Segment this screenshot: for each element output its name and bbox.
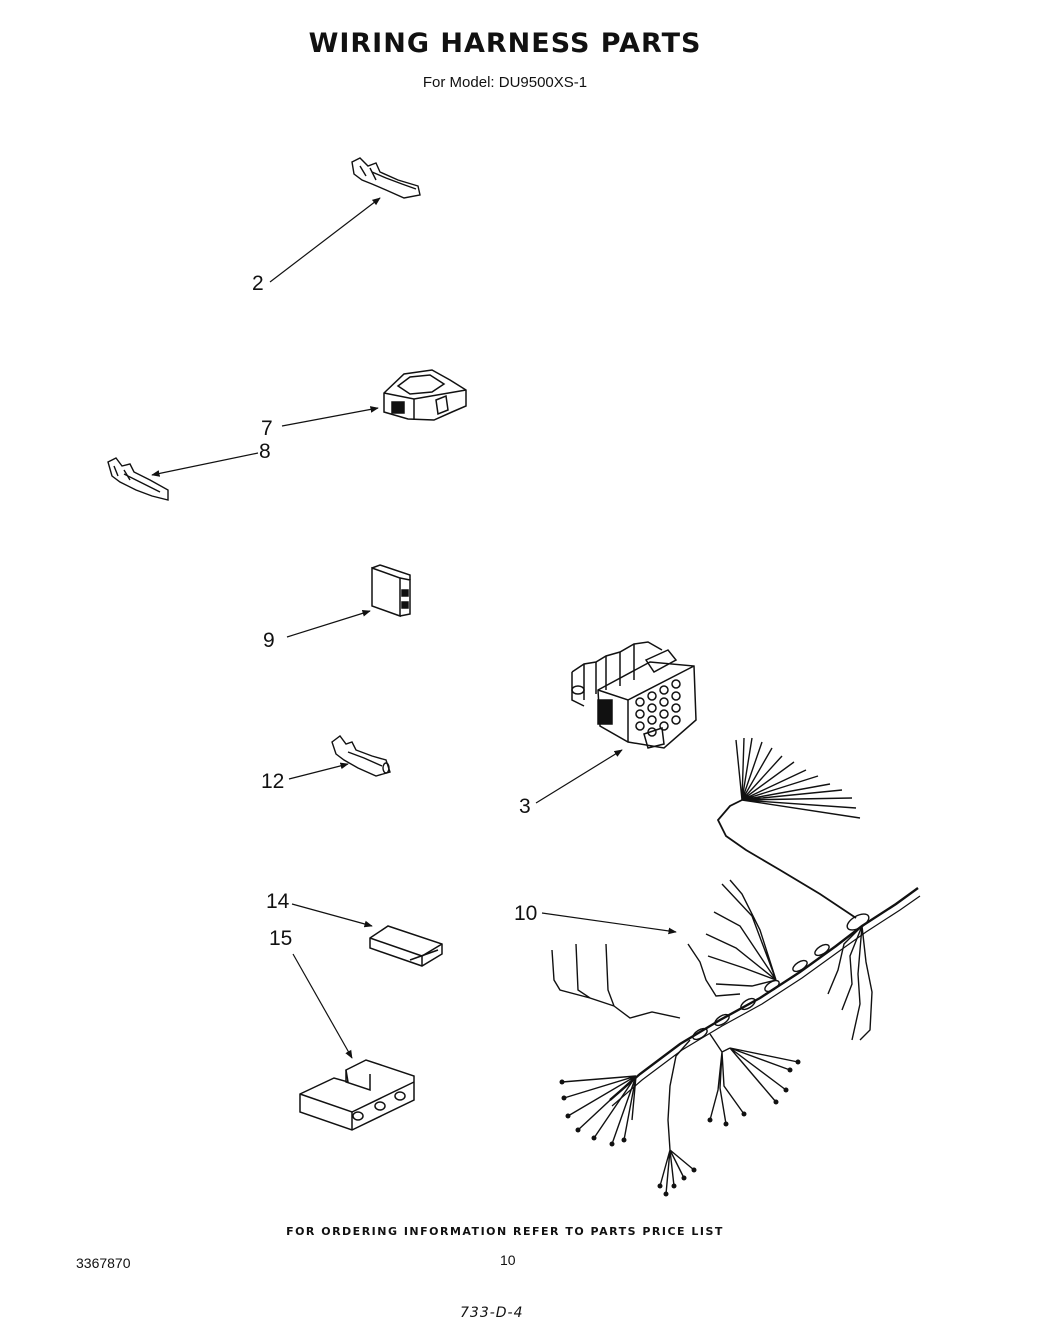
callout-12: 12 (261, 770, 285, 793)
multi-pin-connector-part-3 (572, 642, 696, 748)
document-number: 3367870 (76, 1255, 131, 1271)
connector-housing-part-7 (384, 370, 466, 420)
leader-line-3 (536, 750, 623, 803)
callout-2: 2 (252, 272, 264, 295)
callout-15: 15 (269, 927, 293, 950)
leader-line-8 (151, 453, 258, 477)
leader-line-14 (292, 904, 373, 928)
model-subtitle: For Model: DU9500XS-1 (422, 74, 588, 91)
terminal-part-12 (332, 736, 390, 776)
handwritten-note: 733-D-4 (460, 1305, 524, 1321)
callout-8: 8 (259, 440, 271, 463)
leader-line-9 (287, 610, 371, 637)
leader-line-2 (270, 197, 381, 282)
leader-line-10 (542, 913, 677, 935)
leader-line-15 (293, 954, 352, 1059)
connector-part-9 (372, 565, 410, 616)
page-number: 10 (500, 1252, 516, 1268)
wiring-harness-part-10 (552, 738, 920, 1197)
callout-14: 14 (266, 890, 290, 913)
terminal-part-8 (108, 458, 168, 500)
callout-3: 3 (519, 795, 531, 818)
ordering-note: FOR ORDERING INFORMATION REFER TO PARTS … (286, 1225, 724, 1238)
callout-9: 9 (263, 629, 275, 652)
callout-10: 10 (514, 902, 538, 925)
leader-line-12 (289, 762, 349, 779)
connector-part-15 (300, 1060, 414, 1130)
terminal-part-2 (352, 158, 420, 198)
page-title: WIRING HARNESS PARTS (308, 28, 702, 59)
clip-part-14 (370, 926, 442, 966)
callout-7: 7 (261, 417, 273, 440)
leader-line-7 (282, 406, 379, 426)
